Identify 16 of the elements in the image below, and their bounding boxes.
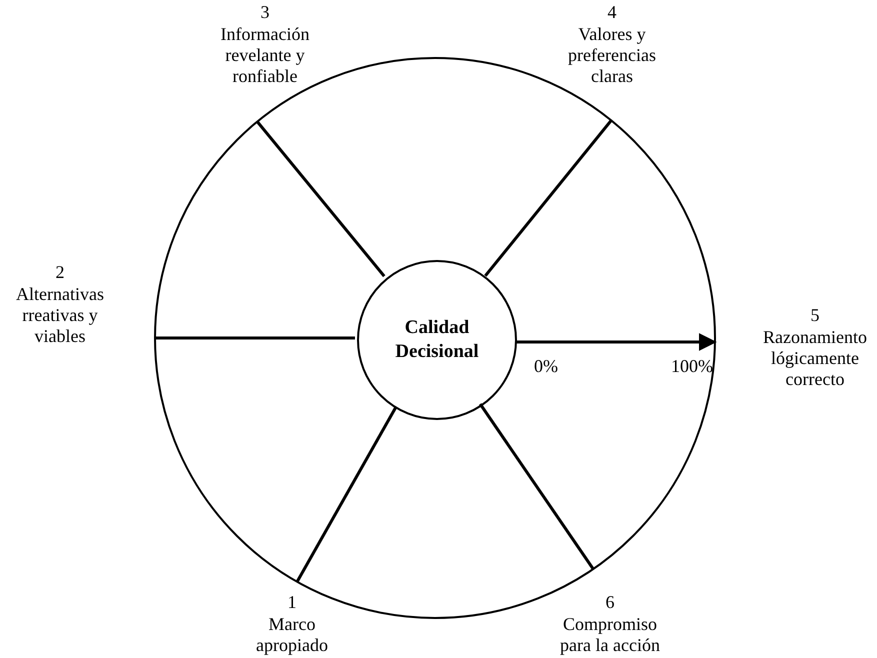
center-circle: Calidad Decisional [357,260,517,420]
label: Alternativas rreativas y viables [15,284,105,347]
callout-number: 2 [54,262,66,283]
label: Valores y preferencias claras [567,24,657,87]
callout-number: 3 [260,2,270,23]
label: Marco apropiado [255,614,329,656]
callout-number: 1 [286,592,298,613]
label: Compromiso para la acción [559,614,661,656]
label: Razonamiento lógicamente correcto [762,327,868,390]
scale-label: 0% [533,356,559,377]
callout-number: 4 [606,2,618,23]
scale-label: 100% [670,356,714,377]
arrow [515,333,717,351]
callout-number: 6 [604,592,616,613]
callout-number: 5 [810,305,820,326]
label: Información revelante y ronfiable [220,24,310,87]
